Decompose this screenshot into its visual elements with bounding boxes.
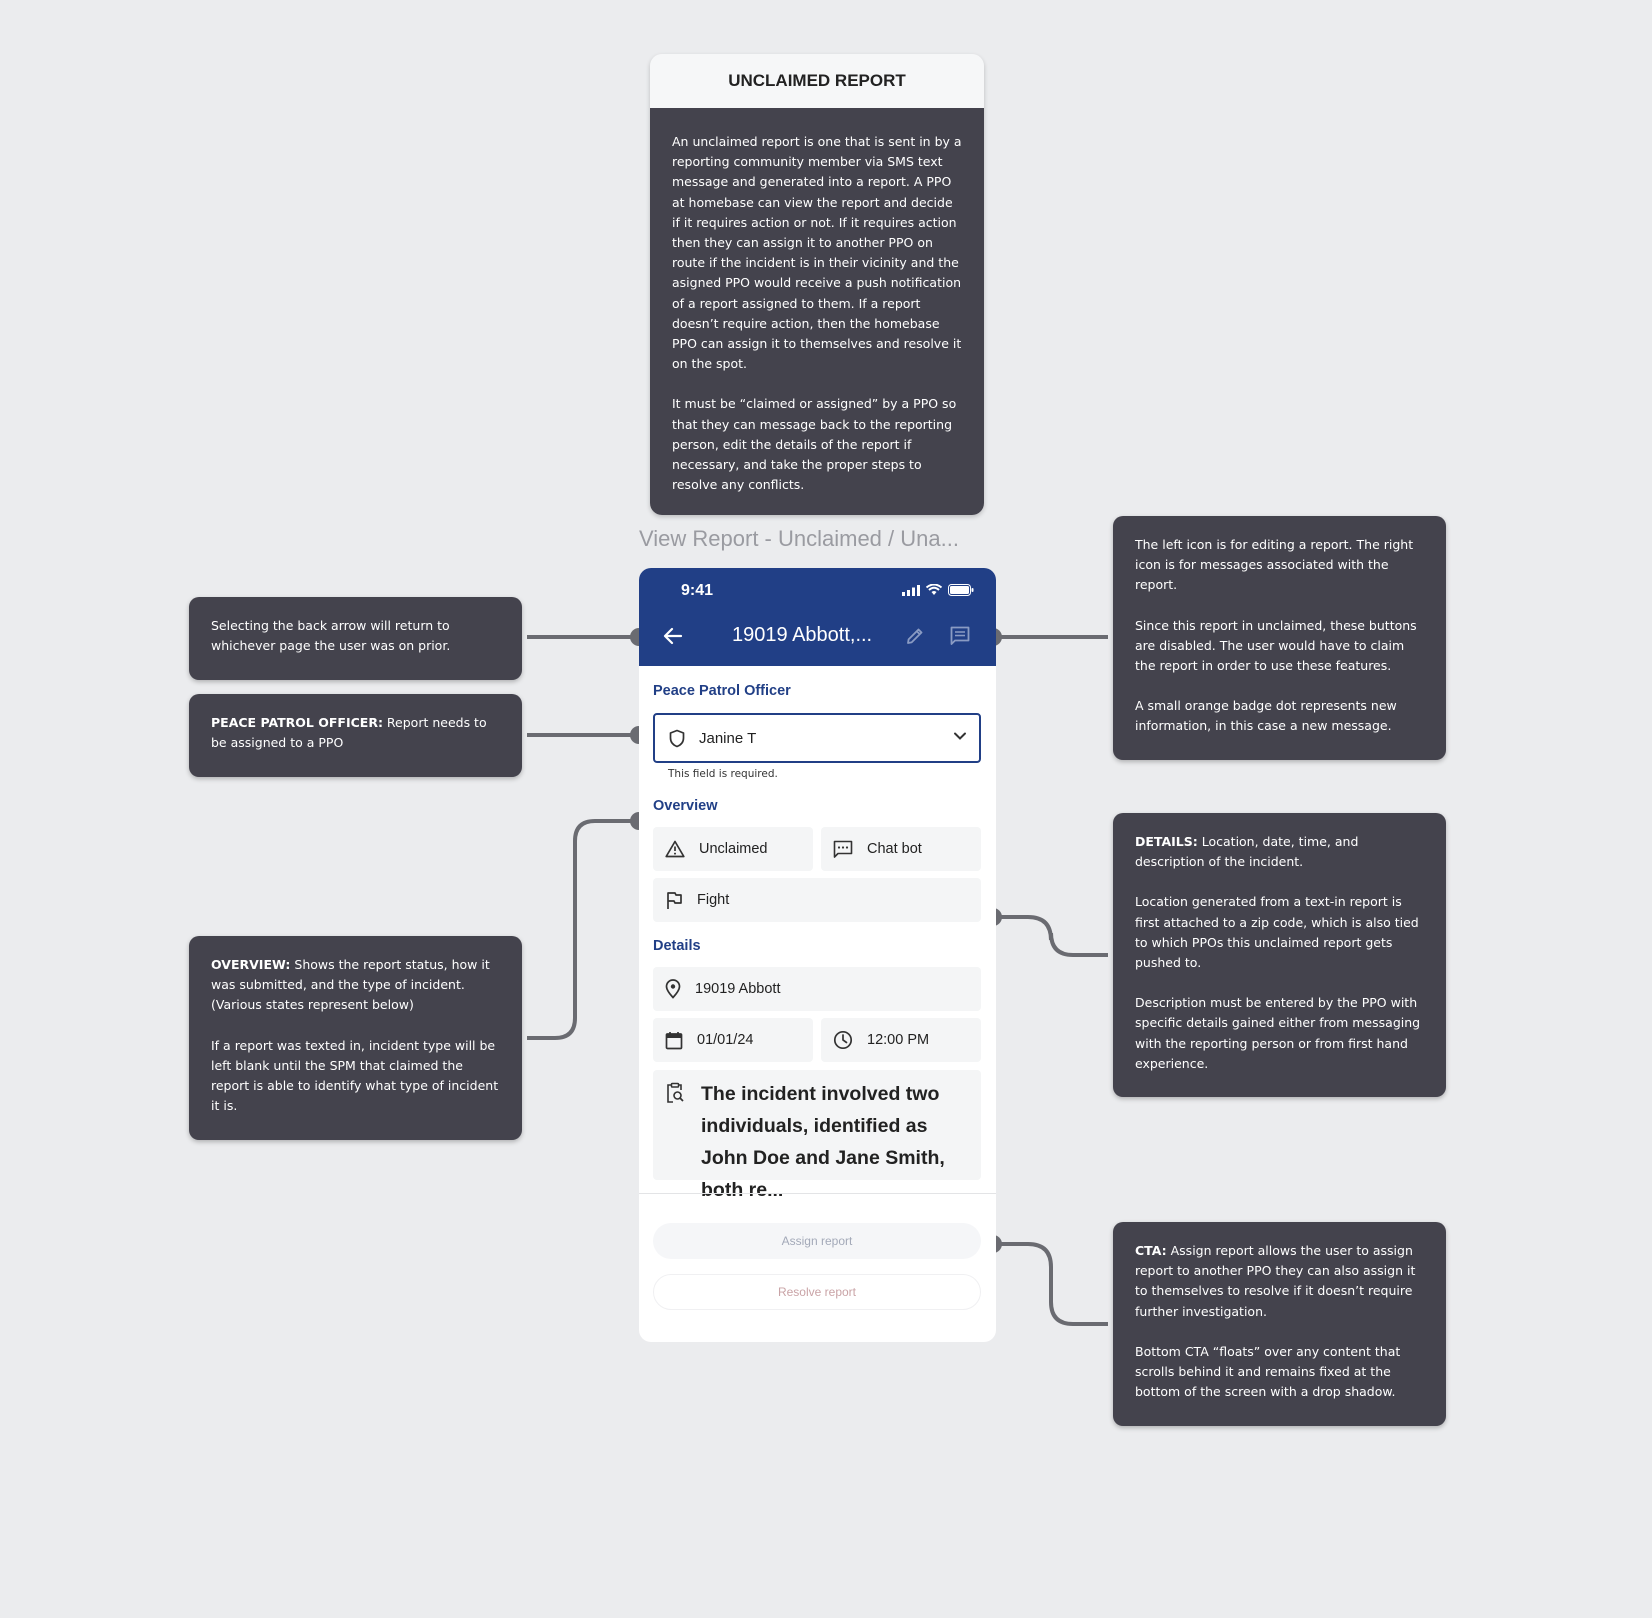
clock-icon	[833, 1030, 853, 1050]
note-overview: OVERVIEW: Shows the report status, how i…	[189, 936, 522, 1140]
note-appbar-icons: The left icon is for editing a report. T…	[1113, 516, 1446, 760]
edit-icon[interactable]	[905, 626, 925, 646]
note-back-arrow: Selecting the back arrow will return to …	[189, 597, 522, 680]
note-back-arrow-text: Selecting the back arrow will return to …	[211, 618, 451, 654]
note-ppo: PEACE PATROL OFFICER: Report needs to be…	[189, 694, 522, 777]
ppo-select[interactable]: Janine T	[653, 713, 981, 763]
app-bar: 9:41 19019 Abbott,...	[639, 568, 996, 666]
source-chip: Chat bot	[821, 827, 981, 871]
app-bar-title: 19019 Abbott,...	[732, 624, 873, 646]
incident-type-chip: Fight	[653, 878, 981, 922]
phone-screen: 9:41 19019 Abbott,... Peace Patrol Offic…	[639, 568, 996, 1342]
location-value: 19019 Abbott	[695, 981, 781, 997]
clipboard-search-icon	[667, 1082, 684, 1103]
info-card-body: An unclaimed report is one that is sent …	[650, 108, 984, 515]
status-chip: Unclaimed	[653, 827, 813, 871]
ppo-section-label: Peace Patrol Officer	[653, 683, 791, 699]
assign-report-button[interactable]: Assign report	[653, 1223, 981, 1259]
calendar-icon	[665, 1031, 683, 1049]
unclaimed-report-info-card: UNCLAIMED REPORT An unclaimed report is …	[650, 54, 984, 515]
overview-section-label: Overview	[653, 798, 718, 814]
source-chip-label: Chat bot	[867, 841, 922, 857]
note-details-text: Location, date, time, and description of…	[1135, 834, 1359, 870]
signal-icon	[902, 584, 920, 596]
note-details: DETAILS: Location, date, time, and descr…	[1113, 813, 1446, 1097]
note-icons-paragraph-2: Since this report in unclaimed, these bu…	[1135, 617, 1417, 674]
note-cta: CTA: Assign report allows the user to as…	[1113, 1222, 1446, 1426]
note-details-paragraph-3: Description must be entered by the PPO w…	[1135, 995, 1421, 1071]
chevron-down-icon	[954, 732, 966, 740]
description-value: The incident involved two individuals, i…	[701, 1083, 945, 1201]
wifi-icon	[926, 584, 942, 595]
note-overview-paragraph-2: If a report was texted in, incident type…	[211, 1037, 499, 1114]
warning-icon	[665, 840, 685, 858]
note-overview-text: Shows the report status, how it was subm…	[211, 957, 490, 1013]
note-cta-paragraph-2: Bottom CTA “floats” over any content tha…	[1135, 1343, 1401, 1400]
ppo-helper-text: This field is required.	[668, 768, 778, 780]
note-icons-paragraph-3: A small orange badge dot represents new …	[1135, 698, 1397, 734]
time-value: 12:00 PM	[867, 1032, 930, 1048]
shield-icon	[669, 729, 685, 747]
location-field[interactable]: 19019 Abbott	[653, 967, 981, 1011]
cta-divider	[639, 1193, 996, 1194]
note-ppo-text: Report needs to be assigned to a PPO	[211, 715, 487, 751]
info-card-paragraph-1: An unclaimed report is one that is sent …	[672, 134, 962, 372]
note-details-heading: DETAILS:	[1135, 834, 1198, 849]
info-card-paragraph-2: It must be “claimed or assigned” by a PP…	[672, 396, 957, 493]
note-ppo-heading: PEACE PATROL OFFICER:	[211, 715, 383, 730]
status-bar-time: 9:41	[681, 582, 714, 599]
resolve-report-button[interactable]: Resolve report	[653, 1274, 981, 1310]
note-overview-heading: OVERVIEW:	[211, 957, 291, 972]
flag-icon	[667, 891, 682, 909]
note-icons-paragraph-1: The left icon is for editing a report. T…	[1135, 537, 1414, 593]
back-arrow-icon[interactable]	[663, 626, 683, 646]
location-pin-icon	[665, 979, 681, 999]
message-icon[interactable]	[949, 625, 971, 647]
note-cta-text: Assign report allows the user to assign …	[1135, 1243, 1416, 1319]
ppo-select-value: Janine T	[699, 729, 757, 747]
note-details-paragraph-2: Location generated from a text-in report…	[1135, 894, 1419, 971]
note-cta-heading: CTA:	[1135, 1243, 1167, 1258]
status-chip-label: Unclaimed	[699, 841, 768, 857]
frame-title: View Report - Unclaimed / Una...	[639, 526, 959, 551]
chat-icon	[833, 840, 853, 858]
date-field[interactable]: 01/01/24	[653, 1018, 813, 1062]
incident-type-label: Fight	[697, 892, 730, 908]
time-field[interactable]: 12:00 PM	[821, 1018, 981, 1062]
details-section-label: Details	[653, 938, 701, 954]
date-value: 01/01/24	[697, 1032, 754, 1048]
info-card-title: UNCLAIMED REPORT	[650, 54, 984, 108]
description-field[interactable]: The incident involved two individuals, i…	[653, 1070, 981, 1201]
status-bar-icons	[902, 584, 974, 596]
battery-icon	[948, 584, 974, 596]
